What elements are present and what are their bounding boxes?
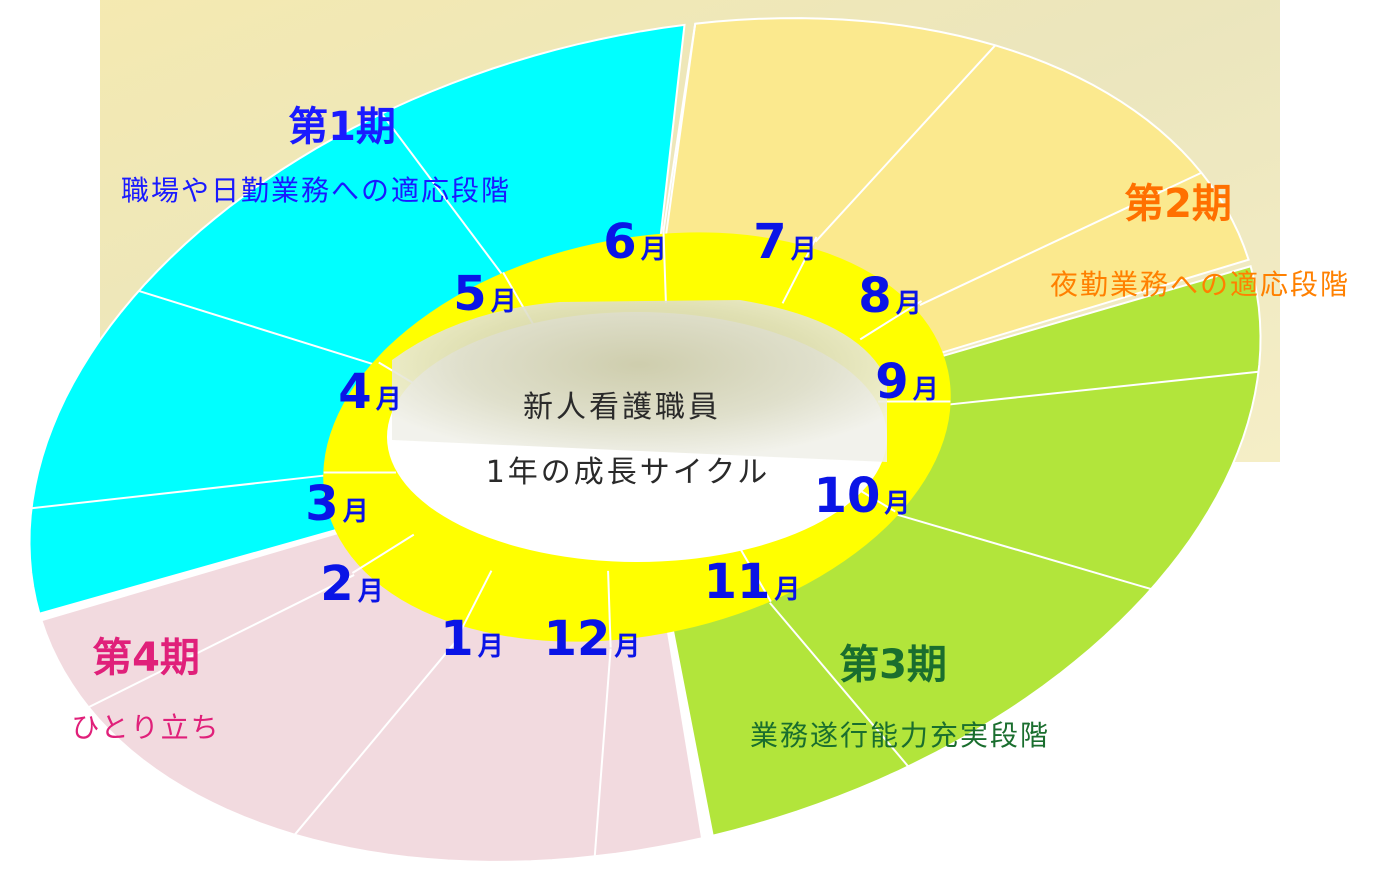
period-2-description: 夜勤業務への適応段階 (1050, 268, 1350, 301)
center-photo (392, 300, 887, 462)
month-divider (662, 23, 697, 232)
month-number: 8 (858, 268, 891, 324)
month-number: 5 (453, 266, 486, 322)
period-1-description: 職場や日勤業務への適応段階 (121, 174, 511, 207)
month-divider (893, 512, 1152, 591)
period-1-title: 第1期 (288, 104, 396, 150)
month-suffix: 月 (357, 577, 384, 607)
period-3-description: 業務遂行能力充実段階 (750, 719, 1050, 752)
period-2-title: 第2期 (1124, 181, 1232, 227)
month-divider (138, 289, 381, 368)
month-suffix: 月 (773, 575, 800, 605)
month-number: 11 (704, 554, 771, 610)
month-divider (380, 112, 505, 278)
month-number: 7 (753, 214, 786, 270)
month-suffix: 月 (342, 497, 369, 527)
month-number: 9 (875, 354, 908, 410)
month-suffix: 月 (640, 235, 667, 265)
month-suffix: 月 (613, 632, 640, 662)
month-number: 2 (320, 556, 353, 612)
month-number: 10 (814, 468, 881, 524)
month-divider (769, 602, 910, 768)
ring-divider (781, 236, 818, 304)
period-1-label: 第1期 職場や日勤業務への適応段階 (121, 104, 511, 207)
month-suffix: 月 (895, 289, 922, 319)
month-suffix: 月 (883, 489, 910, 519)
ring-divider (662, 226, 667, 304)
month-suffix: 月 (477, 632, 504, 662)
month-number: 12 (544, 611, 611, 667)
period-2-label: 第2期 夜勤業務への適応段階 (1050, 181, 1350, 301)
ring-divider (351, 533, 415, 574)
month-divider (593, 648, 612, 857)
month-divider (948, 370, 1259, 406)
month-number: 4 (338, 364, 371, 420)
period-3-label: 第3期 業務遂行能力充実段階 (750, 642, 1050, 752)
month-number: 1 (440, 611, 473, 667)
month-suffix: 月 (912, 375, 939, 405)
ring-divider (456, 570, 493, 638)
center-area (387, 300, 887, 562)
period-4-label: 第4期 ひとり立ち (71, 635, 220, 744)
center-title: 新人看護職員 (523, 390, 721, 425)
month-suffix: 月 (490, 287, 517, 317)
month-suffix: 月 (790, 235, 817, 265)
month-number: 3 (305, 476, 338, 532)
month-divider (814, 44, 996, 243)
month-dividers (31, 23, 1259, 857)
center-subtitle: 1年の成長サイクル (486, 455, 771, 490)
month-divider (31, 474, 326, 510)
period-3-title: 第3期 (839, 642, 947, 688)
month-number: 6 (603, 214, 636, 270)
period-4-title: 第4期 (92, 635, 200, 681)
month-suffix: 月 (375, 385, 402, 415)
month-divider (88, 574, 355, 709)
month-divider (919, 171, 1202, 306)
ring-divider (607, 570, 612, 648)
ring-divider (859, 300, 923, 341)
period-4-description: ひとり立ち (71, 711, 220, 744)
month-divider (293, 637, 460, 836)
